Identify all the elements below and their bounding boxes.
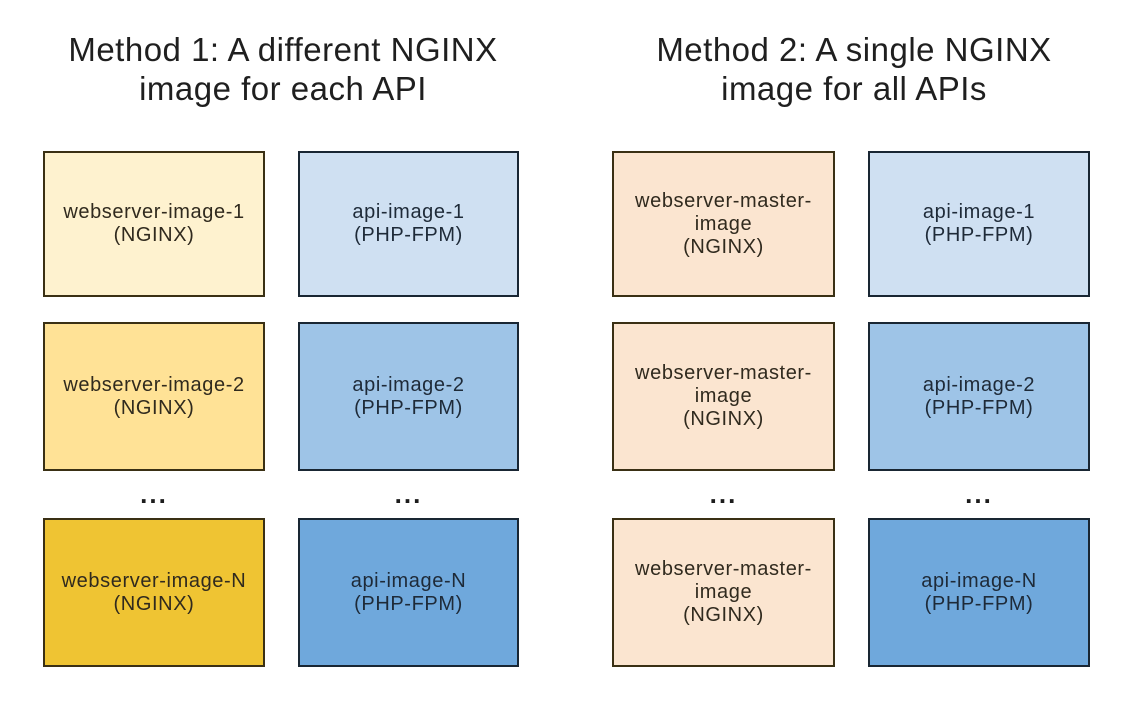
webserver-master-image-label-2: webserver-master-image(NGINX): [635, 362, 812, 430]
api-image-n-label-method1: api-image-N(PHP-FPM): [350, 569, 467, 615]
api-image-1-box-method1: api-image-1(PHP-FPM): [298, 151, 519, 297]
webserver-image-1-label: webserver-image-1(NGINX): [63, 201, 245, 246]
webserver-master-image-box-2: webserver-master-image(NGINX): [612, 322, 835, 471]
ellipsis-method1-webserver: ...: [140, 479, 168, 509]
api-image-n-box-method1: api-image-N(PHP-FPM): [298, 518, 519, 667]
webserver-master-image-label-1: webserver-master-image(NGINX): [635, 189, 812, 258]
api-image-1-label-method1: api-image-1(PHP-FPM): [352, 201, 465, 246]
api-image-n-box-method2: api-image-N(PHP-FPM): [868, 518, 1090, 667]
api-image-1-box-method2: api-image-1(PHP-FPM): [868, 151, 1090, 297]
webserver-master-image-box-3: webserver-master-image(NGINX): [612, 518, 835, 667]
api-image-n-label-method2: api-image-N(PHP-FPM): [921, 569, 1037, 615]
api-image-1-label-method2: api-image-1(PHP-FPM): [922, 201, 1036, 246]
webserver-image-2-label: webserver-image-2(NGINX): [63, 373, 245, 419]
webserver-master-image-label-3: webserver-master-image(NGINX): [635, 558, 812, 626]
api-image-2-label-method1: api-image-2(PHP-FPM): [352, 373, 465, 419]
webserver-master-image-box-1: webserver-master-image(NGINX): [612, 151, 835, 297]
webserver-image-n-box: webserver-image-N(NGINX): [43, 518, 265, 667]
api-image-2-label-method2: api-image-2(PHP-FPM): [922, 373, 1036, 419]
ellipsis-method2-api: ...: [965, 479, 993, 509]
ellipsis-method2-webserver: ...: [709, 479, 738, 509]
api-image-2-box-method1: api-image-2(PHP-FPM): [298, 322, 519, 471]
ellipsis-method1-api: ...: [394, 479, 423, 509]
api-image-2-box-method2: api-image-2(PHP-FPM): [868, 322, 1090, 471]
webserver-image-1-box: webserver-image-1(NGINX): [43, 151, 265, 297]
webserver-image-2-box: webserver-image-2(NGINX): [43, 322, 265, 471]
webserver-image-n-label: webserver-image-N(NGINX): [61, 569, 247, 615]
